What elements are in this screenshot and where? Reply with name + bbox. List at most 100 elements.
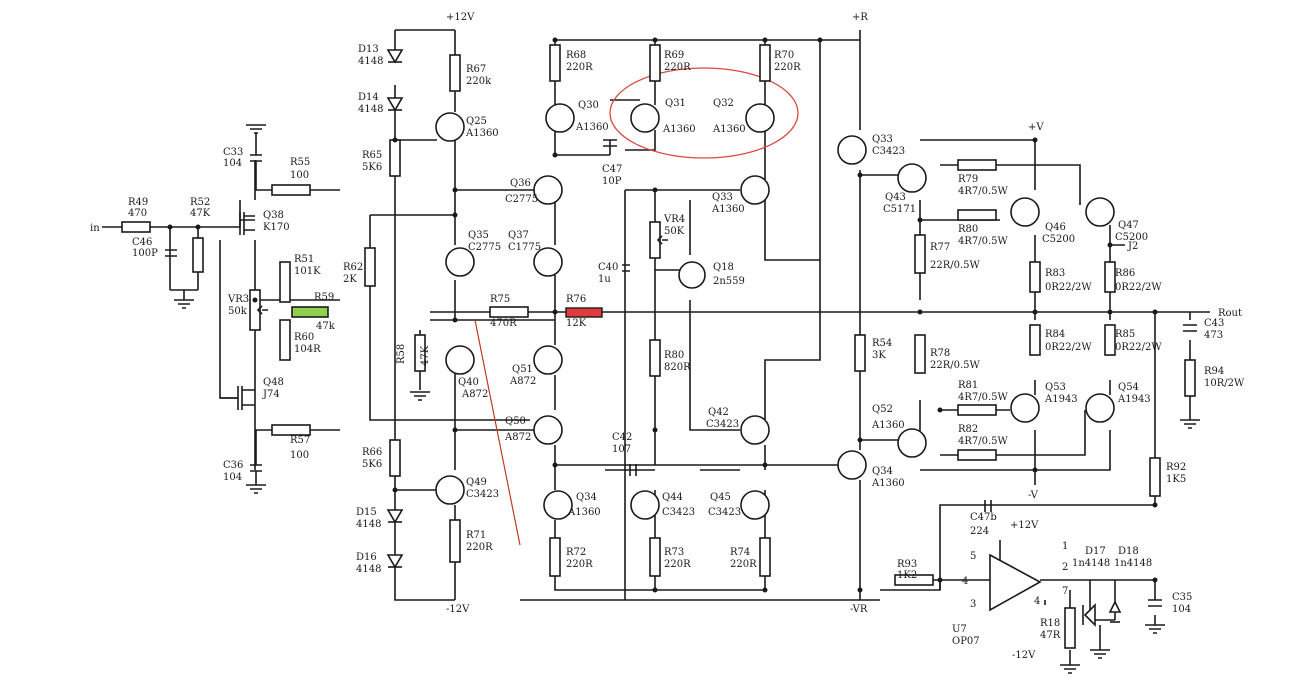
svg-text:A872: A872 bbox=[509, 376, 536, 387]
highlight-circle bbox=[609, 67, 799, 159]
svg-text:220k: 220k bbox=[466, 76, 492, 87]
r59-green-resistor bbox=[291, 306, 329, 318]
svg-text:C3423: C3423 bbox=[466, 489, 499, 500]
svg-text:R73: R73 bbox=[664, 547, 684, 558]
svg-text:R85: R85 bbox=[1115, 329, 1135, 340]
red-trace bbox=[474, 319, 521, 546]
opamp-symbol bbox=[989, 553, 1042, 612]
svg-text:100P: 100P bbox=[132, 248, 158, 259]
svg-text:R59: R59 bbox=[314, 292, 334, 303]
svg-text:C2775: C2775 bbox=[505, 194, 538, 205]
svg-text:Q31: Q31 bbox=[665, 98, 686, 109]
svg-text:C35: C35 bbox=[1172, 592, 1192, 603]
svg-text:A1360: A1360 bbox=[662, 124, 696, 135]
svg-text:A1360: A1360 bbox=[465, 128, 499, 139]
svg-text:R52: R52 bbox=[190, 197, 210, 208]
svg-text:Q40: Q40 bbox=[458, 377, 479, 388]
svg-text:C40: C40 bbox=[598, 262, 618, 273]
svg-text:Q30: Q30 bbox=[578, 100, 599, 111]
input-label: in bbox=[90, 223, 100, 234]
svg-text:4R7/0.5W: 4R7/0.5W bbox=[958, 186, 1009, 197]
svg-text:47k: 47k bbox=[316, 321, 336, 332]
svg-text:R77: R77 bbox=[930, 242, 950, 253]
svg-text:J74: J74 bbox=[262, 389, 280, 400]
svg-text:R76: R76 bbox=[566, 294, 586, 305]
svg-text:C46: C46 bbox=[132, 237, 152, 248]
svg-text:4R7/0.5W: 4R7/0.5W bbox=[958, 392, 1009, 403]
grounds bbox=[174, 124, 1200, 674]
svg-text:R72: R72 bbox=[566, 547, 586, 558]
svg-text:0R22/2W: 0R22/2W bbox=[1115, 342, 1162, 353]
svg-text:220R: 220R bbox=[466, 542, 493, 553]
svg-text:R68: R68 bbox=[566, 50, 586, 61]
svg-text:R66: R66 bbox=[362, 447, 382, 458]
rail-plus-v: +V bbox=[1028, 122, 1044, 133]
svg-text:50K: 50K bbox=[664, 226, 685, 237]
svg-text:K170: K170 bbox=[263, 222, 290, 233]
svg-text:1: 1 bbox=[1062, 541, 1068, 552]
j2-label: J2 bbox=[1127, 241, 1138, 252]
svg-text:22R/0.5W: 22R/0.5W bbox=[930, 360, 981, 371]
svg-text:Q38: Q38 bbox=[263, 210, 284, 221]
svg-text:R92: R92 bbox=[1166, 462, 1186, 473]
svg-text:D15: D15 bbox=[356, 507, 377, 518]
svg-text:Q47: Q47 bbox=[1118, 220, 1139, 231]
rail-plus-r: +R bbox=[852, 12, 868, 23]
junctions bbox=[167, 37, 1158, 593]
svg-text:1u: 1u bbox=[598, 274, 611, 285]
svg-text:220R: 220R bbox=[664, 559, 691, 570]
svg-text:C42: C42 bbox=[612, 432, 632, 443]
rail-top-12v: +12V bbox=[446, 12, 475, 23]
svg-text:101K: 101K bbox=[294, 266, 321, 277]
wires bbox=[102, 29, 1210, 665]
svg-text:C5200: C5200 bbox=[1115, 232, 1148, 243]
svg-text:D16: D16 bbox=[356, 552, 377, 563]
svg-text:104R: 104R bbox=[294, 344, 321, 355]
svg-text:R69: R69 bbox=[664, 50, 684, 61]
svg-text:Q53: Q53 bbox=[1045, 382, 1066, 393]
svg-text:1n4148: 1n4148 bbox=[1072, 558, 1110, 569]
rail-minus-vr: -VR bbox=[850, 604, 868, 615]
output-label: Rout bbox=[1218, 308, 1242, 319]
svg-text:Q54: Q54 bbox=[1118, 382, 1139, 393]
svg-text:47K: 47K bbox=[190, 208, 211, 219]
capacitors bbox=[165, 139, 1197, 607]
svg-text:22R/0.5W: 22R/0.5W bbox=[930, 260, 981, 271]
svg-text:A1360: A1360 bbox=[711, 204, 745, 215]
opamp-pos-rail: +12V bbox=[1010, 520, 1039, 531]
svg-text:R81: R81 bbox=[958, 380, 978, 391]
svg-text:0R22/2W: 0R22/2W bbox=[1115, 282, 1162, 293]
svg-text:4R7/0.5W: 4R7/0.5W bbox=[958, 436, 1009, 447]
svg-text:Q43: Q43 bbox=[885, 192, 906, 203]
svg-text:R94: R94 bbox=[1204, 366, 1224, 377]
svg-text:R71: R71 bbox=[466, 530, 486, 541]
svg-text:C5171: C5171 bbox=[883, 204, 916, 215]
svg-text:R57: R57 bbox=[290, 435, 310, 446]
svg-text:C3423: C3423 bbox=[706, 419, 739, 430]
svg-text:R70: R70 bbox=[774, 50, 794, 61]
svg-text:0R22/2W: 0R22/2W bbox=[1045, 282, 1092, 293]
svg-text:2n559: 2n559 bbox=[713, 276, 745, 287]
svg-text:820R: 820R bbox=[664, 362, 691, 373]
transistors bbox=[220, 103, 1115, 520]
svg-text:5: 5 bbox=[970, 551, 976, 562]
svg-text:104: 104 bbox=[223, 472, 242, 483]
svg-text:C33: C33 bbox=[223, 147, 243, 158]
opamp-neg-rail: -12V bbox=[1012, 650, 1036, 661]
svg-text:3: 3 bbox=[970, 599, 976, 610]
svg-text:50k: 50k bbox=[228, 306, 248, 317]
svg-text:10R/2W: 10R/2W bbox=[1204, 378, 1245, 389]
svg-text:Q33: Q33 bbox=[712, 192, 733, 203]
svg-text:Q32: Q32 bbox=[713, 98, 734, 109]
svg-text:R60: R60 bbox=[294, 332, 314, 343]
svg-text:OP07: OP07 bbox=[952, 636, 980, 647]
svg-text:470R: 470R bbox=[490, 318, 517, 329]
svg-text:5K6: 5K6 bbox=[362, 459, 382, 470]
svg-text:R83: R83 bbox=[1045, 268, 1065, 279]
svg-text:R74: R74 bbox=[730, 547, 750, 558]
svg-text:Q45: Q45 bbox=[710, 492, 731, 503]
svg-text:R79: R79 bbox=[958, 174, 978, 185]
svg-text:10P: 10P bbox=[602, 176, 622, 187]
svg-text:Q44: Q44 bbox=[662, 492, 683, 503]
svg-text:1K2: 1K2 bbox=[897, 570, 917, 581]
